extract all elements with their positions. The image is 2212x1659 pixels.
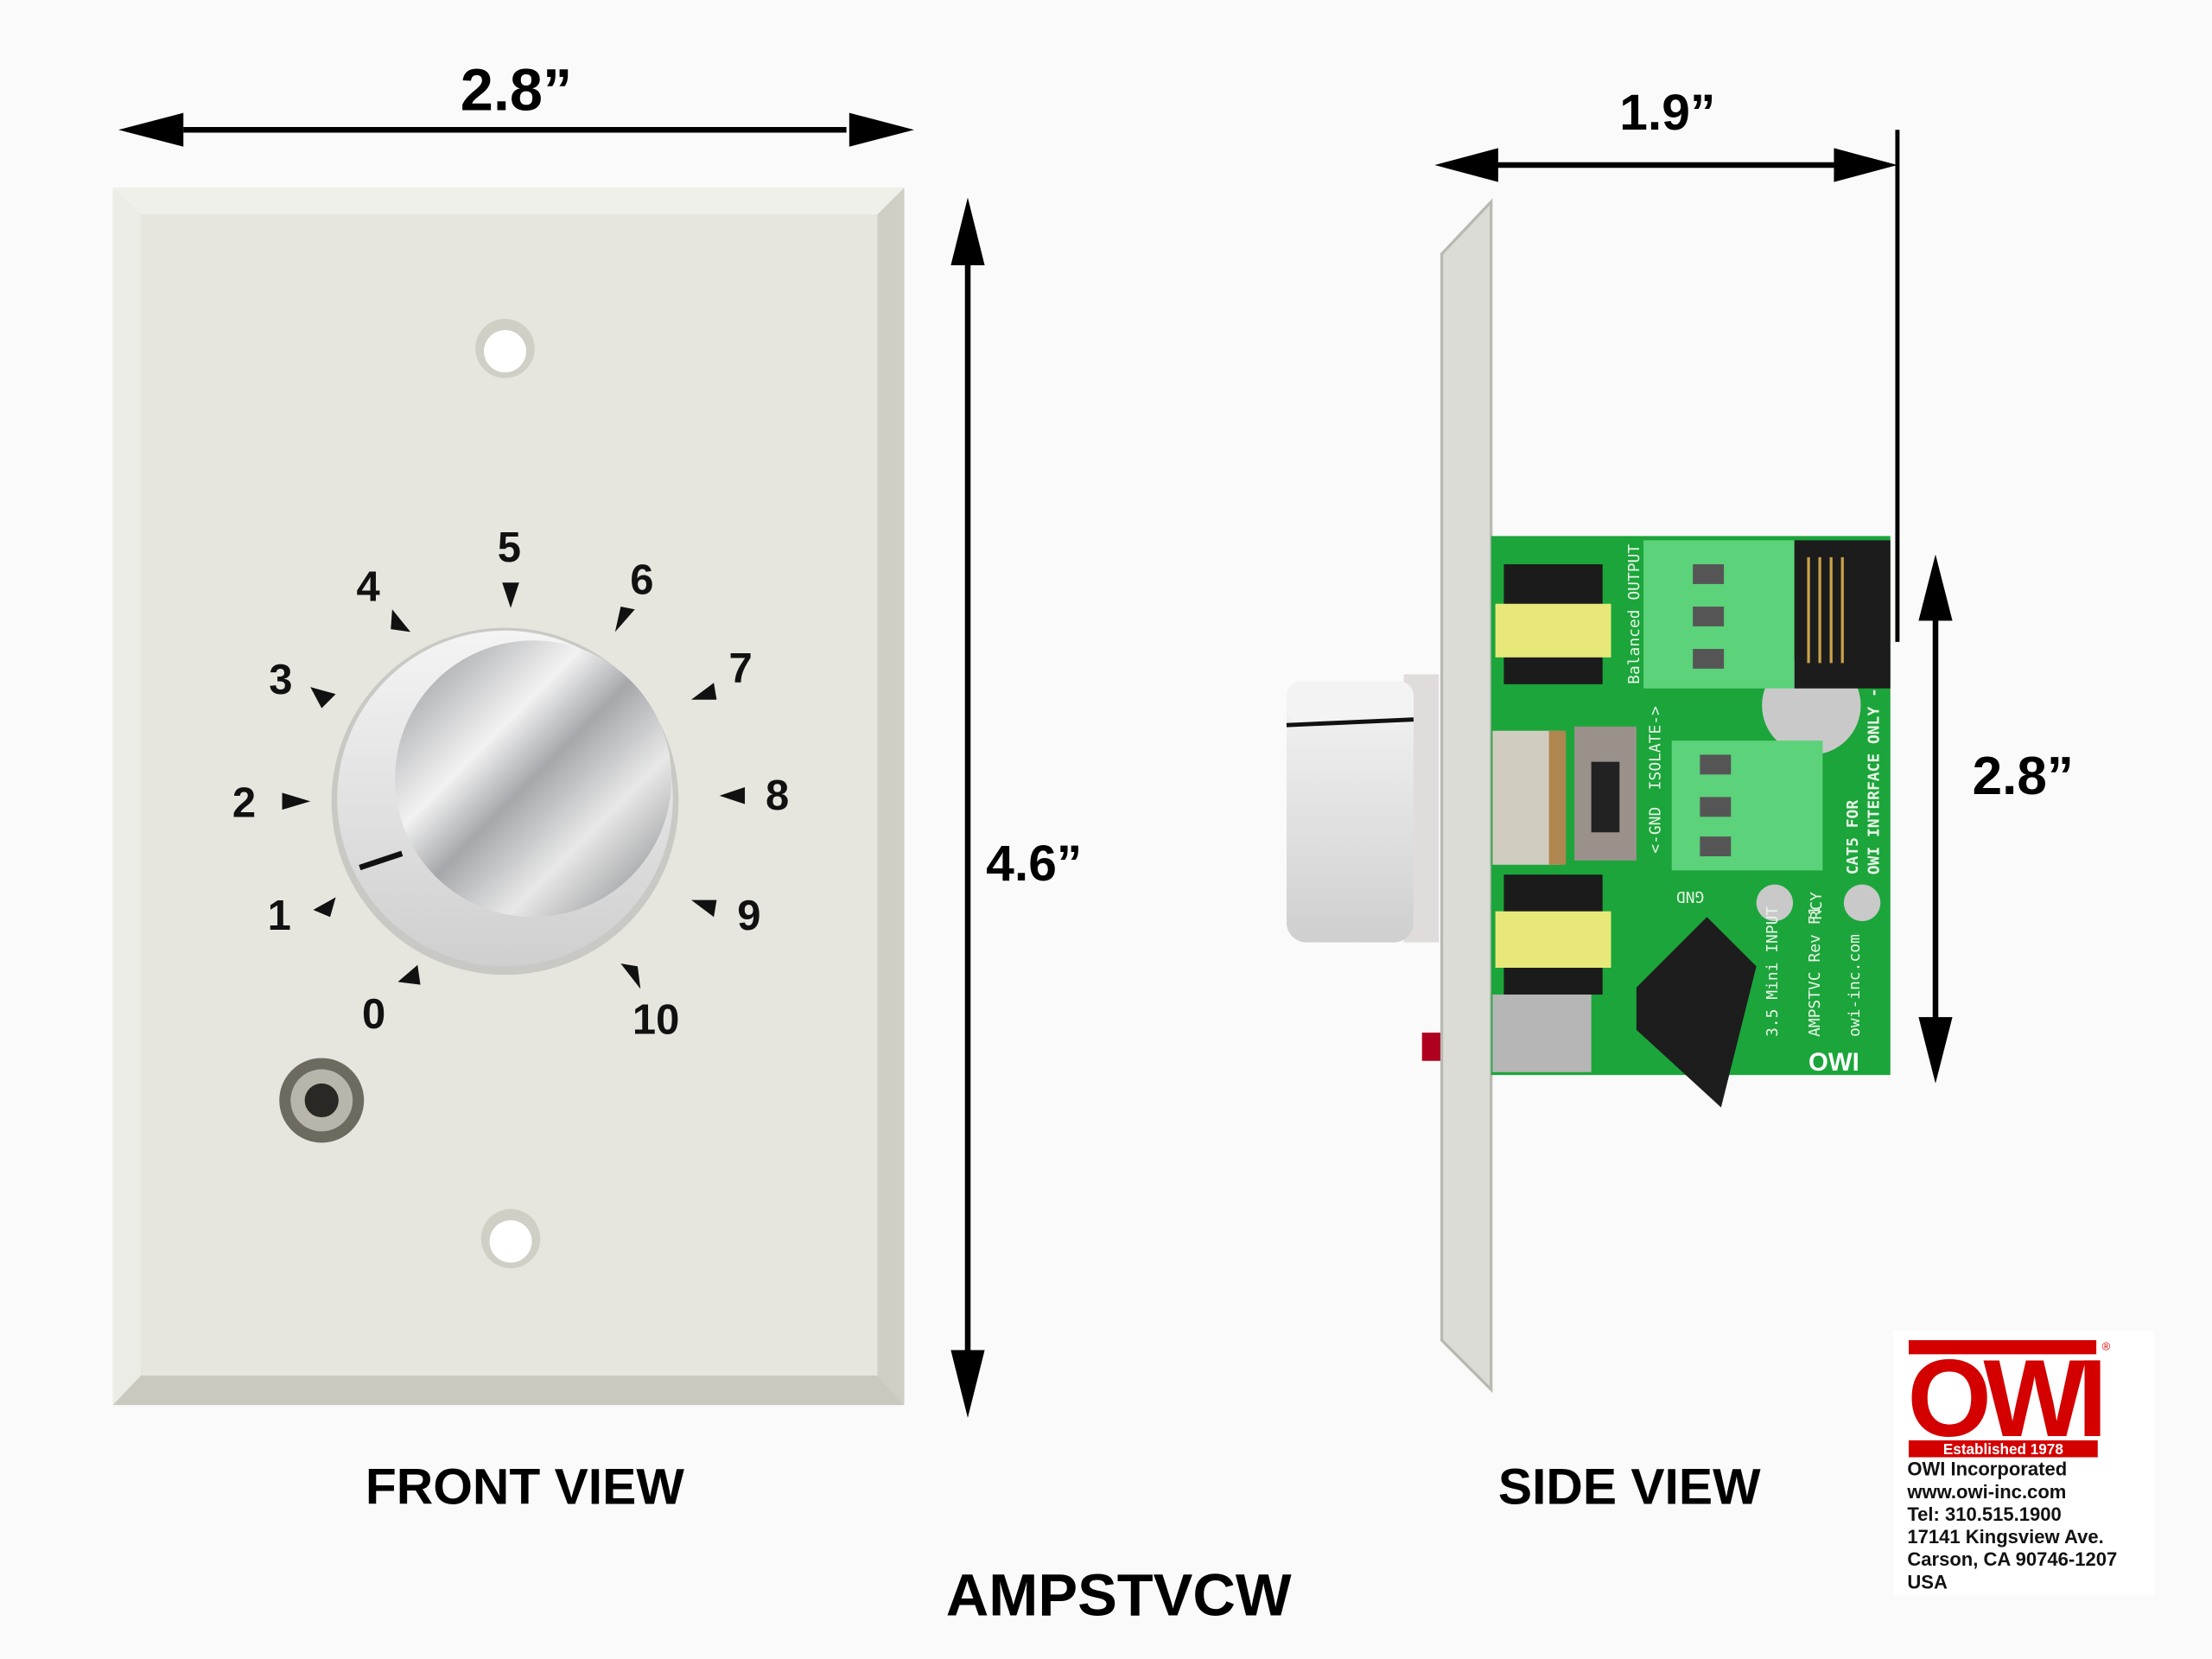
knob-indicator	[359, 850, 404, 871]
dial-number-3: 3	[269, 657, 292, 703]
dial-number-9: 9	[737, 893, 760, 939]
input-terminal-block	[1671, 741, 1823, 871]
established-label: Established 1978	[1943, 1440, 2063, 1458]
owi-logo-text: OWI	[1907, 1337, 2100, 1459]
pcb-text-rcy: RCY	[1808, 892, 1826, 920]
dial-number-1: 1	[268, 893, 291, 939]
pcb-text-gnd: GND	[1676, 887, 1704, 906]
side-depth-label: 1.9”	[1619, 85, 1715, 141]
front-width-dimension: 2.8”	[118, 56, 914, 147]
pcb-text-site: owi-inc.com	[1846, 934, 1864, 1037]
registered-mark-icon: ®	[2102, 1339, 2111, 1352]
side-depth-dimension: 1.9”	[1434, 85, 1900, 642]
pcb-text-output: Balanced OUTPUT	[1625, 544, 1643, 684]
company-city: Carson, CA 90746-1207	[1907, 1548, 2117, 1570]
dial-number-5: 5	[498, 524, 521, 571]
pcb-owi-logo: OWI	[1808, 1048, 1859, 1077]
dial-scale: 0 1 2 3 4 5 6 7 8 9 10	[232, 524, 789, 1044]
dial-tick-markers	[282, 582, 746, 989]
audio-jack	[279, 1058, 365, 1143]
owi-company-info: OWI ® Established 1978 OWI Incorporated …	[1893, 1330, 2155, 1596]
product-model: AMPSTVCW	[946, 1561, 1292, 1628]
arrowhead-left-icon	[1434, 148, 1498, 182]
company-street: 17141 Kingsview Ave.	[1907, 1526, 2103, 1548]
arrowhead-down-icon	[1918, 1017, 1953, 1084]
dial-number-10: 10	[632, 997, 679, 1044]
arrowhead-right-icon	[1834, 148, 1897, 182]
owi-logo: OWI ® Established 1978	[1907, 1337, 2110, 1459]
side-pcb-height-label: 2.8”	[1973, 747, 2074, 806]
dial-number-0: 0	[362, 991, 385, 1038]
arrowhead-right-icon	[849, 112, 914, 147]
company-phone: Tel: 310.515.1900	[1907, 1503, 2061, 1525]
volume-knob[interactable]	[331, 627, 679, 976]
arrowhead-up-icon	[950, 197, 985, 265]
side-wall-plate	[1440, 198, 1493, 1394]
pcb-text-input: 3.5 Mini INPUT	[1764, 906, 1782, 1037]
mini-input-jack	[1636, 917, 1757, 1108]
pcb-text-interface: OWI INTERFACE ONLY -	[1866, 688, 1884, 874]
front-width-label: 2.8”	[461, 56, 573, 123]
pcb-text-cat5: CAT5 FOR	[1844, 800, 1862, 875]
pcb-text-isolate: ISOLATE->	[1647, 706, 1665, 790]
side-view-caption: SIDE VIEW	[1498, 1459, 1761, 1515]
dial-number-7: 7	[729, 645, 753, 692]
company-country: USA	[1907, 1571, 1948, 1592]
pcb-text-model: AMPSTVC Rev F1	[1806, 906, 1824, 1037]
arrowhead-left-icon	[118, 112, 184, 147]
front-height-dimension: 4.6”	[950, 197, 1082, 1418]
pcb-text-gnd-arrow: <-GND	[1647, 807, 1665, 854]
company-website[interactable]: www.owi-inc.com	[1906, 1481, 2066, 1503]
dial-number-8: 8	[766, 772, 789, 819]
front-height-label: 4.6”	[986, 836, 1082, 892]
side-knob	[1286, 674, 1442, 1061]
dial-number-4: 4	[357, 564, 380, 611]
arrowhead-down-icon	[950, 1350, 985, 1418]
front-view-caption: FRONT VIEW	[365, 1459, 684, 1515]
dial-number-2: 2	[232, 779, 256, 826]
dial-number-6: 6	[630, 556, 653, 603]
pcb-board: Balanced OUTPUT ISOLATE-> <-GND GND CAT5…	[1491, 536, 1891, 1108]
side-pcb-height-dimension: 2.8”	[1918, 554, 2074, 1084]
company-name: OWI Incorporated	[1907, 1459, 2067, 1480]
arrowhead-up-icon	[1918, 554, 1953, 621]
